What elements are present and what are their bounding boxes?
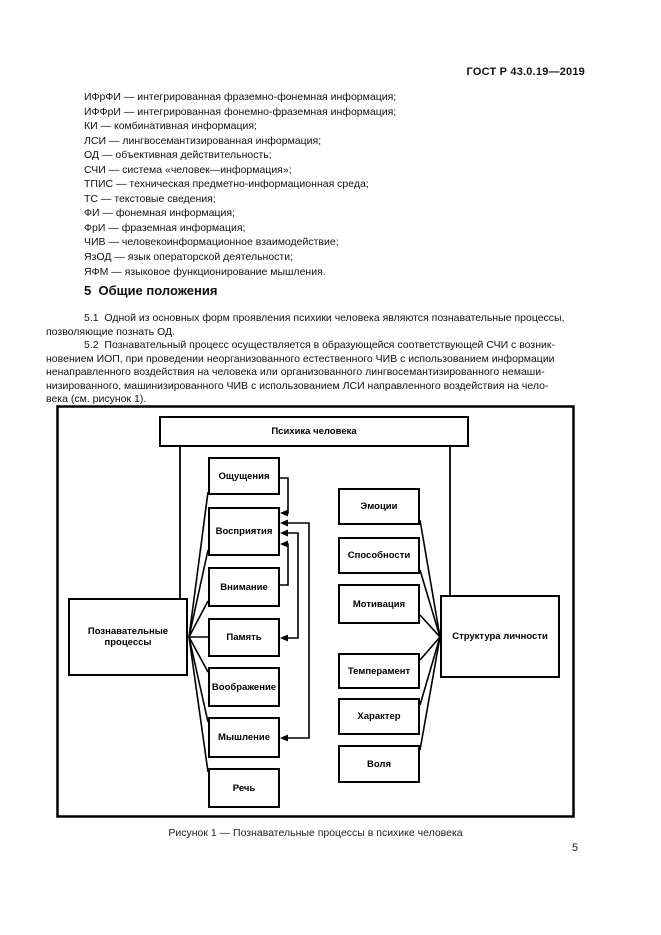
arrowhead-icon: [280, 734, 288, 742]
right-fan-lines: [419, 519, 441, 751]
arrowhead-icon: [280, 509, 288, 517]
node-sensations: Ощущения: [208, 457, 280, 495]
thinking-perception-line: [282, 522, 310, 739]
figure-caption: Рисунок 1 — Познавательные процессы в пс…: [168, 827, 463, 839]
fan-line: [188, 636, 209, 723]
arrowhead-icon: [280, 634, 288, 642]
abbreviation-item: ТПИС — техническая предметно-информацион…: [84, 178, 369, 191]
left-fan-lines: [188, 491, 209, 773]
feedback-loop-lines: [280, 477, 310, 739]
page-number: 5: [572, 842, 579, 854]
memory-perception-line: [282, 532, 299, 639]
node-psyche: Психика человека: [159, 416, 469, 447]
section-heading: 5 Общие положения: [84, 283, 218, 298]
abbreviation-item: ЛСИ — лингвосемантизированная информация…: [84, 134, 322, 147]
abbreviation-item: ЯзОД — язык операторской деятельности;: [84, 251, 294, 264]
node-imagination: Воображение: [208, 667, 280, 707]
figure-border: [56, 405, 575, 818]
node-abilities: Способности: [338, 537, 420, 574]
abbreviation-item: ОД — объективная действительность;: [84, 149, 272, 162]
fan-line: [188, 491, 209, 638]
arrowhead-icon: [280, 529, 288, 537]
sensation-to-perception-line: [280, 477, 289, 514]
abbreviation-item: ИФФрИ — интегрированная фонемно-фраземна…: [84, 105, 397, 118]
abbreviation-list: ИФрФИ — интегрированная фраземно-фонемна…: [84, 90, 589, 279]
node-will: Воля: [338, 745, 420, 783]
diagram-lines: [56, 405, 575, 818]
abbreviation-item: ЧИВ — человекоинформационное взаимодейст…: [84, 236, 339, 249]
node-motivation: Мотивация: [338, 584, 420, 624]
node-memory: Память: [208, 618, 280, 657]
arrowhead-icon: [280, 519, 288, 527]
node-emotions: Эмоции: [338, 488, 420, 525]
attention-to-perception-line: [280, 543, 289, 586]
paragraph-5-2: 5.2 Познавательный процесс осуществляетс…: [46, 339, 555, 405]
arrowhead-icon: [280, 540, 288, 548]
fan-line: [419, 519, 441, 638]
node-perceptions: Восприятия: [208, 507, 280, 556]
node-speech: Речь: [208, 768, 280, 808]
abbreviation-item: ТС — текстовые сведения;: [84, 192, 216, 205]
node-character: Характер: [338, 698, 420, 735]
abbreviation-item: КИ — комбинативная информация;: [84, 120, 257, 133]
abbreviation-item: ЯФМ — языковое функционирование мышления…: [84, 265, 326, 278]
node-attention: Внимание: [208, 567, 280, 607]
arrowheads: [280, 509, 288, 742]
fan-line: [419, 636, 441, 661]
fan-line: [419, 569, 441, 638]
fan-line: [419, 636, 441, 751]
fan-line: [419, 614, 441, 638]
fan-line: [188, 636, 209, 673]
abbreviation-item: ФрИ — фраземная информация;: [84, 221, 246, 234]
figure-1-diagram: Психика человека Познавательные процессы…: [56, 405, 575, 818]
node-cognitive-processes: Познавательные процессы: [68, 598, 188, 676]
node-thinking: Мышление: [208, 717, 280, 758]
fan-line: [188, 600, 209, 638]
paragraph-5-1: 5.1 Одной из основных форм проявления пс…: [46, 312, 565, 338]
abbreviation-item: СЧИ — система «человек—информация»;: [84, 163, 292, 176]
abbreviation-item: ИФрФИ — интегрированная фраземно-фонемна…: [84, 91, 397, 103]
abbreviation-item: ФИ — фонемная информация;: [84, 207, 235, 220]
fan-line: [188, 549, 209, 638]
document-header: ГОСТ Р 43.0.19—2019: [466, 66, 585, 78]
fan-line: [188, 636, 209, 773]
node-temperament: Темперамент: [338, 653, 420, 689]
node-personality-structure: Структура личности: [440, 595, 560, 678]
fan-line: [419, 636, 441, 706]
